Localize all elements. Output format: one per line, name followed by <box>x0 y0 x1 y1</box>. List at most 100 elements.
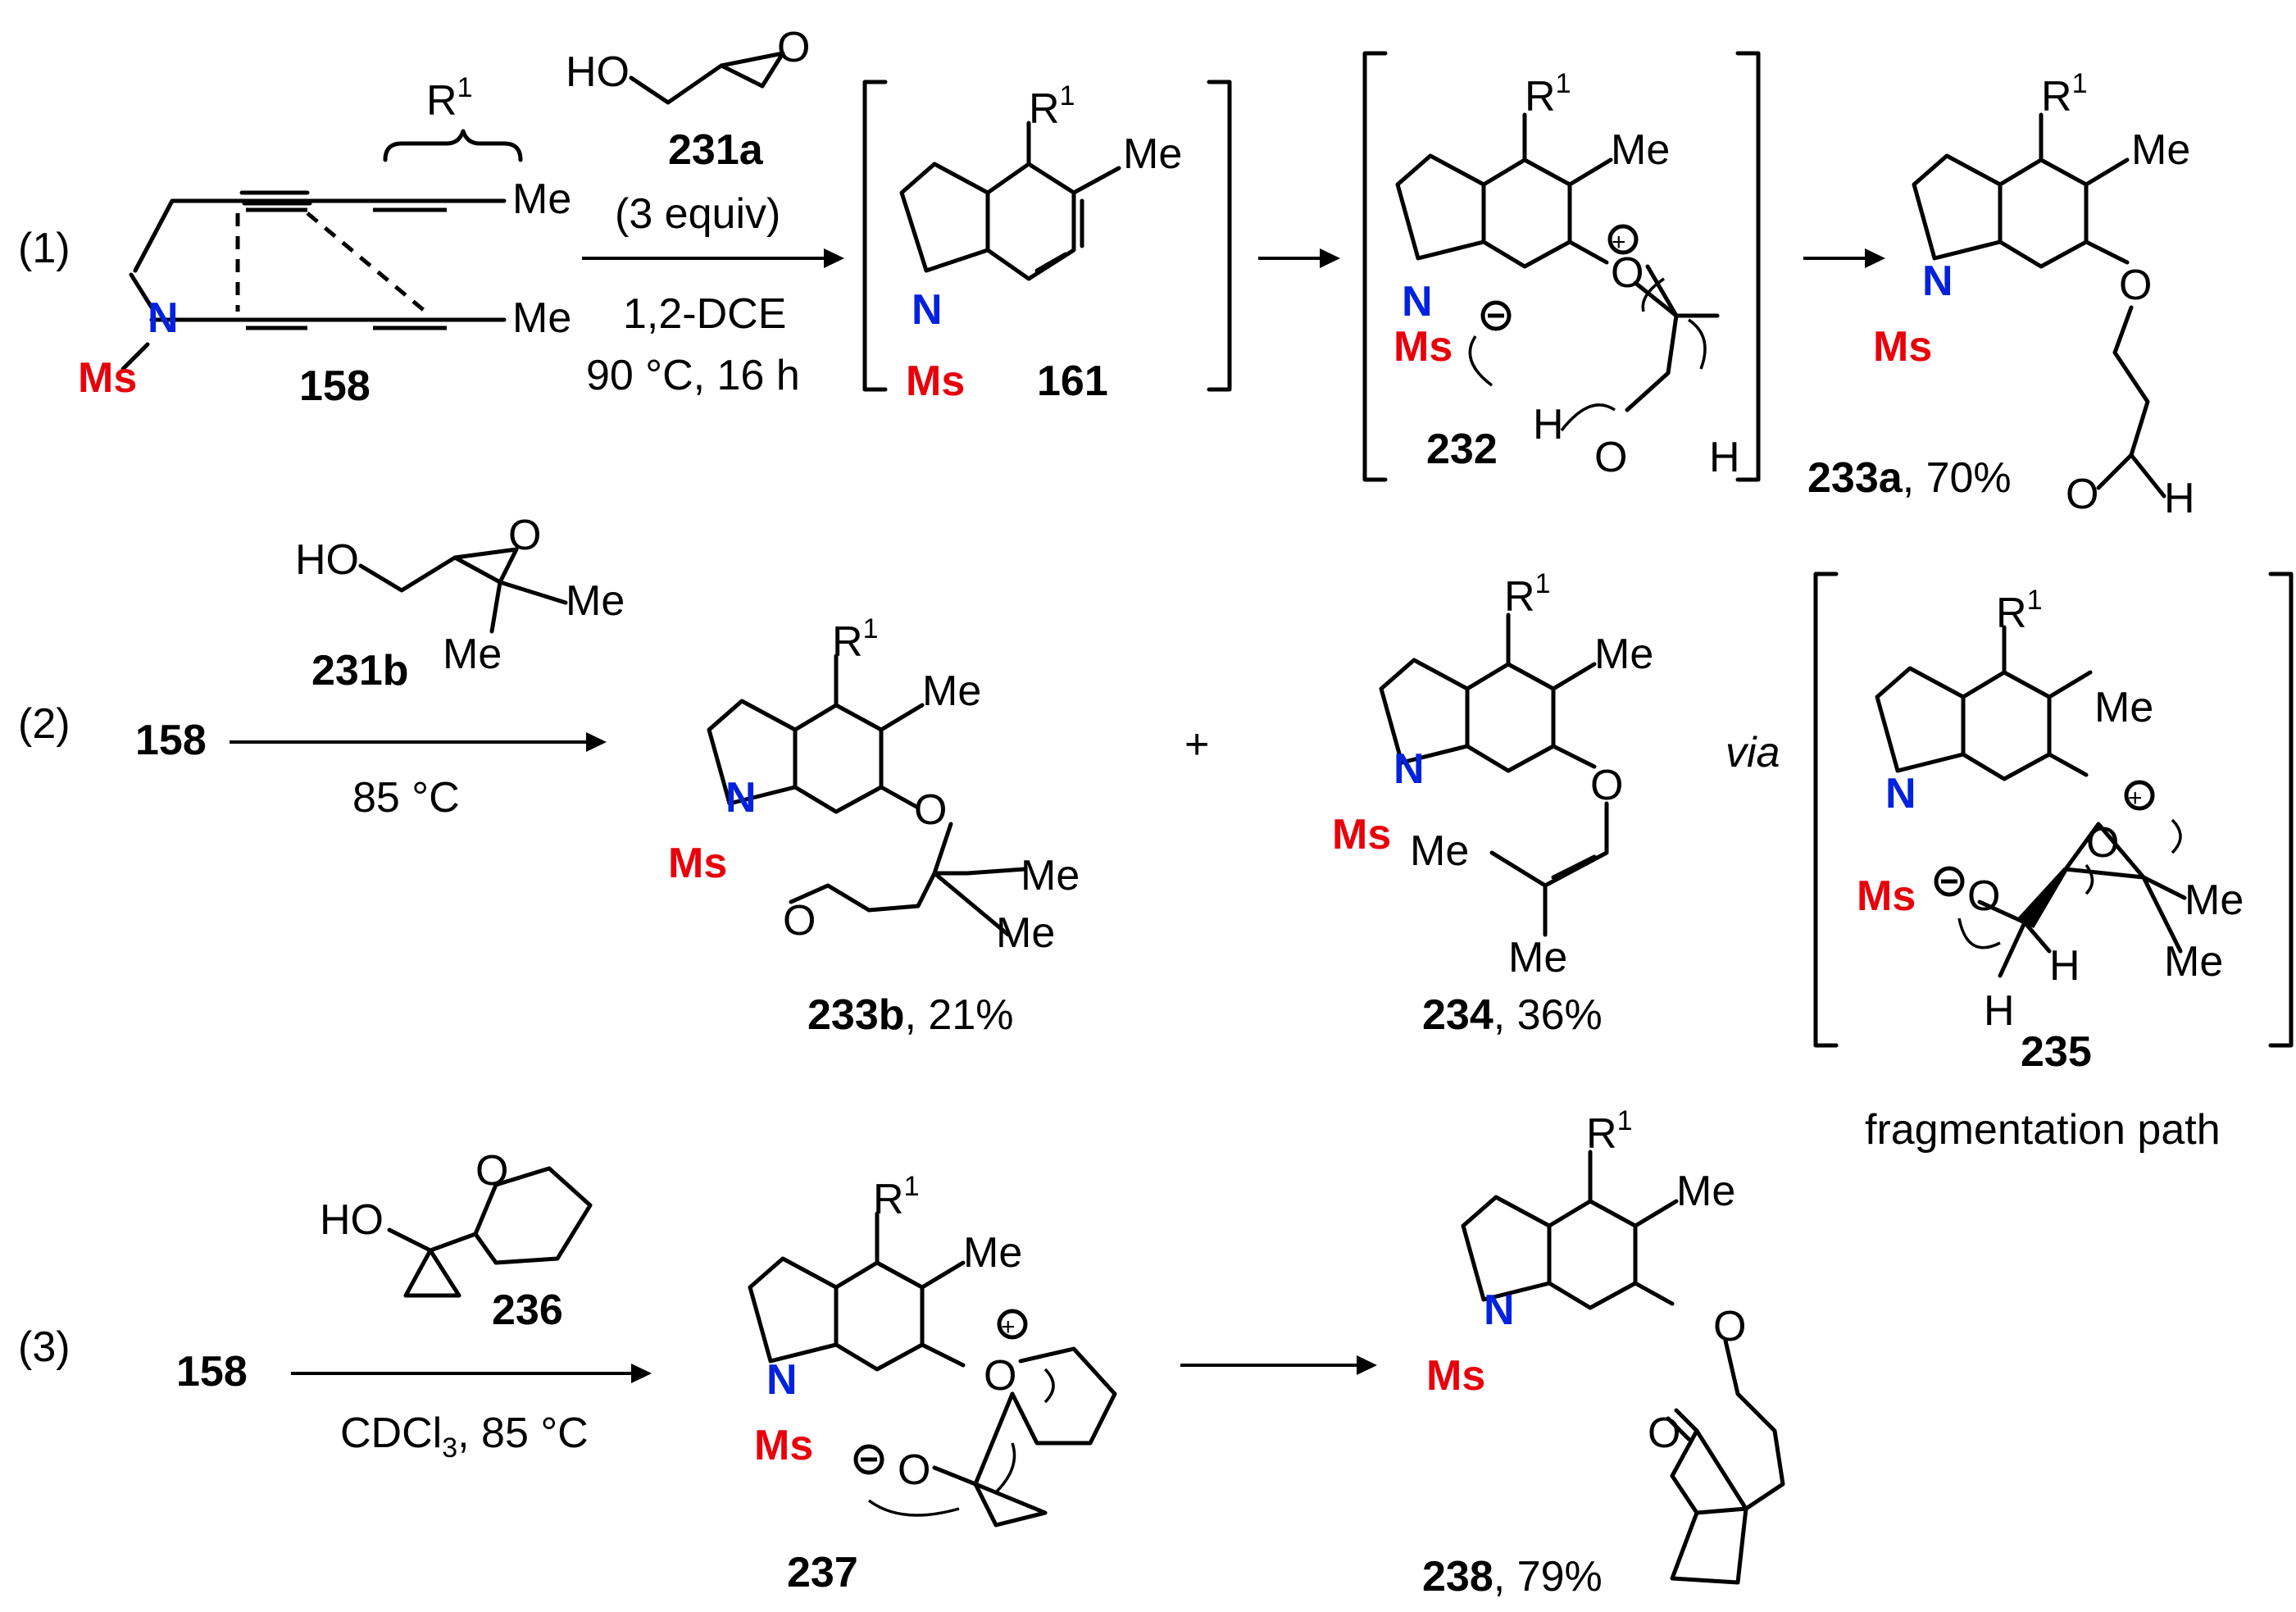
nitrogen-label: N <box>1394 745 1425 793</box>
conditions-label: CDCl3, 85 °C <box>340 1409 589 1464</box>
product-233b: R1 Me N Ms O Me Me O 233b, 21% <box>668 613 1080 1039</box>
oxygen-label: O <box>2066 471 2098 518</box>
oxygen-label: O <box>2119 262 2152 309</box>
me-label: Me <box>963 1229 1022 1277</box>
oxygen-label: O <box>475 1147 508 1195</box>
reagent-231b-label: 231b <box>311 647 409 694</box>
h-label: H <box>1984 987 2015 1035</box>
solvent-label: 1,2-DCE <box>623 290 786 338</box>
me-label: Me <box>996 909 1055 957</box>
r1-substituent-label: R1 <box>1996 585 2042 637</box>
ho-label: HO <box>320 1196 384 1244</box>
intermediate-161: R1 Me N Ms 161 <box>862 80 1232 405</box>
intermediate-237-label: 237 <box>787 1549 858 1596</box>
oxygen-label: O <box>777 24 810 71</box>
me-label: Me <box>443 631 502 678</box>
start-158-label: 158 <box>176 1348 248 1396</box>
me-label: Me <box>566 577 625 625</box>
me-label: Me <box>1021 852 1080 899</box>
r1-substituent-label: R1 <box>1029 80 1075 133</box>
fragmentation-path-label: fragmentation path <box>1865 1106 2221 1154</box>
ho-label: HO <box>566 48 630 96</box>
plus-charge: + <box>1612 229 1626 256</box>
product-233a-label: 233a, 70% <box>1807 454 2012 502</box>
reaction-1: (1) R1 Me Me N Ms 158 <box>18 24 2195 522</box>
ho-label: HO <box>295 536 359 584</box>
nitrogen-label: N <box>1885 770 1916 817</box>
conditions-label: 85 °C <box>352 774 460 822</box>
intermediate-161-label: 161 <box>1037 357 1108 405</box>
reaction-2: (2) 158 HO O Me Me 231b 85 °C R1 Me N <box>18 512 2294 1154</box>
reagent-231b: HO O Me Me 231b <box>295 512 625 694</box>
oxygen-label: O <box>1594 434 1627 481</box>
start-158-label: 158 <box>135 717 207 764</box>
reagent-236-label: 236 <box>492 1286 563 1334</box>
ms-label: Ms <box>1426 1352 1485 1400</box>
plus-charge: + <box>2128 785 2143 812</box>
intermediate-232-label: 232 <box>1426 426 1498 473</box>
h-label: H <box>2164 475 2195 522</box>
me-label: Me <box>1611 126 1670 174</box>
h-label: H <box>1533 401 1564 449</box>
oxygen-label: O <box>508 512 541 559</box>
r1-substituent-label: R1 <box>873 1171 919 1223</box>
reagent-231a: HO O 231a (3 equiv) 1,2-DCE 90 °C, 16 h <box>566 24 810 399</box>
reaction-3: (3) 158 HO O 236 CDCl3, 85 °C R1 Me N Ms… <box>18 1105 1785 1601</box>
oxygen-label: O <box>1590 762 1623 809</box>
intermediate-232: R1 Me N Ms O + H O H 232 <box>1362 51 1761 482</box>
nitrogen-label: N <box>1484 1286 1515 1334</box>
conditions-label: 90 °C, 16 h <box>586 352 800 399</box>
product-238-label: 238, 79% <box>1422 1553 1603 1601</box>
oxygen-label: O <box>984 1352 1016 1400</box>
oxygen-label: O <box>783 897 816 945</box>
oxygen-label: O <box>1967 872 2000 920</box>
reaction-2-label: (2) <box>18 700 70 748</box>
me-label: Me <box>2131 126 2190 174</box>
nitrogen-label: N <box>1402 278 1433 326</box>
reaction-3-label: (3) <box>18 1323 70 1371</box>
r1-substituent-label: R1 <box>1504 568 1550 621</box>
oxygen-label: O <box>2086 819 2119 867</box>
ms-label: Ms <box>1857 872 1916 920</box>
plus-charge: + <box>1001 1314 1016 1341</box>
h-label: H <box>2049 942 2080 990</box>
oxygen-label: O <box>1611 249 1644 297</box>
ms-label: Ms <box>1332 811 1391 858</box>
oxygen-label: O <box>914 786 947 834</box>
intermediate-235-label: 235 <box>2021 1028 2092 1076</box>
nitrogen-label: N <box>1922 257 1953 305</box>
compound-158-label: 158 <box>299 362 371 410</box>
product-233a: R1 Me N Ms O O H 233a, 70% <box>1807 68 2195 522</box>
product-238: R1 Me N Ms O O 238, 79% <box>1422 1105 1785 1601</box>
h-label: H <box>1709 434 1740 481</box>
product-234: R1 Me N Ms O Me Me 234, 36% <box>1332 568 1653 1039</box>
oxygen-label: O <box>898 1446 930 1494</box>
ms-label: Ms <box>78 354 137 402</box>
ms-label: Ms <box>1873 323 1932 371</box>
r1-substituent-label: R1 <box>832 613 878 666</box>
oxygen-label: O <box>1648 1409 1680 1457</box>
oxygen-label: O <box>1713 1303 1746 1350</box>
me-label: Me <box>512 294 571 342</box>
via-label: via <box>1725 729 1780 776</box>
r1-substituent-label: R1 <box>426 72 472 125</box>
me-label: Me <box>922 667 981 715</box>
equiv-label: (3 equiv) <box>615 190 780 238</box>
nitrogen-label: N <box>725 774 757 822</box>
nitrogen-label: N <box>148 294 179 342</box>
me-label: Me <box>1123 130 1182 178</box>
ms-label: Ms <box>1394 323 1453 371</box>
plus-sign: + <box>1184 721 1209 768</box>
compound-158: R1 Me Me N Ms 158 <box>78 72 571 410</box>
reagent-236: HO O 236 <box>320 1147 593 1334</box>
reagent-231a-label: 231a <box>668 126 764 174</box>
product-234-label: 234, 36% <box>1422 991 1603 1039</box>
me-label: Me <box>2094 684 2153 731</box>
me-label: Me <box>2164 938 2223 986</box>
me-label: Me <box>1508 934 1567 981</box>
ms-label: Ms <box>754 1422 813 1469</box>
me-label: Me <box>1410 827 1469 875</box>
r1-substituent-label: R1 <box>1586 1105 1632 1158</box>
